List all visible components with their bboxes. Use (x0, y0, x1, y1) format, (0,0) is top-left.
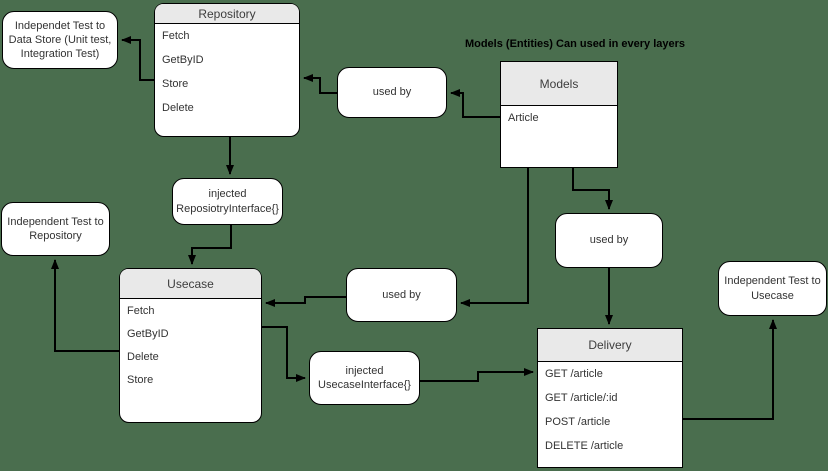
connector-repository-to-test-datastore (121, 36, 154, 81)
entity-models-title: Models (501, 62, 617, 106)
entity-delivery-rows: GET /article GET /article/:id POST /arti… (538, 362, 682, 458)
entity-delivery: Delivery GET /article GET /article/:id P… (537, 328, 683, 468)
connector-injected-repository-to-usecase (188, 225, 232, 265)
connector-delivery-to-test-usecase (683, 319, 777, 420)
callout-test-repository: Independent Test to Repository (1, 202, 110, 256)
callout-test-datastore: Independet Test to Data Store (Unit test… (2, 11, 118, 69)
connector-models-to-usedby3 (460, 168, 529, 307)
entity-repository: Repository Fetch GetByID Store Delete (154, 3, 300, 137)
callout-injected-usecase-interface: injected UsecaseInterface{} (309, 351, 420, 405)
connector-usedby1-to-repository (303, 74, 337, 94)
entity-row: Store (127, 373, 154, 386)
entity-row: GET /article (545, 368, 603, 380)
entity-repository-title: Repository (155, 4, 299, 24)
entity-row: Delete (127, 350, 159, 363)
connector-models-to-usedby1 (450, 89, 500, 118)
callout-injected-repository-interface: injected ReposiotryInterface{} (172, 178, 283, 225)
callout-used-by-usecase: used by (346, 268, 457, 322)
entity-usecase: Usecase Fetch GetByID Delete Store (119, 268, 262, 423)
connector-models-to-usedby2 (572, 168, 613, 210)
connector-usecase-to-injected-usecase (262, 326, 306, 382)
entity-row: Fetch (127, 304, 155, 317)
entity-repository-rows: Fetch GetByID Store Delete (155, 24, 299, 120)
callout-used-by-delivery: used by (555, 213, 663, 268)
entity-row: DELETE /article (545, 440, 624, 452)
entity-delivery-title: Delivery (538, 329, 682, 362)
entity-usecase-title: Usecase (120, 269, 261, 299)
entity-models-rows: Article (501, 106, 617, 130)
connector-injected-usecase-to-delivery (420, 368, 534, 382)
connector-usecase-to-test-repository (51, 259, 119, 352)
models-note: Models (Entities) Can used in every laye… (464, 38, 686, 50)
entity-row: Fetch (162, 30, 190, 42)
entity-row: GetByID (127, 327, 169, 340)
connector-usedby3-to-usecase (265, 296, 346, 307)
entity-models: Models Article (500, 61, 618, 168)
callout-test-usecase: Independent Test to Usecase (718, 261, 827, 316)
callout-used-by-repository: used by (337, 67, 447, 118)
entity-row: Store (162, 78, 189, 90)
entity-usecase-rows: Fetch GetByID Delete Store (120, 299, 261, 391)
entity-row: GetByID (162, 54, 204, 66)
entity-row: Delete (162, 102, 194, 114)
entity-row: POST /article (545, 416, 611, 428)
entity-row: GET /article/:id (545, 392, 618, 404)
entity-row: Article (508, 112, 539, 124)
